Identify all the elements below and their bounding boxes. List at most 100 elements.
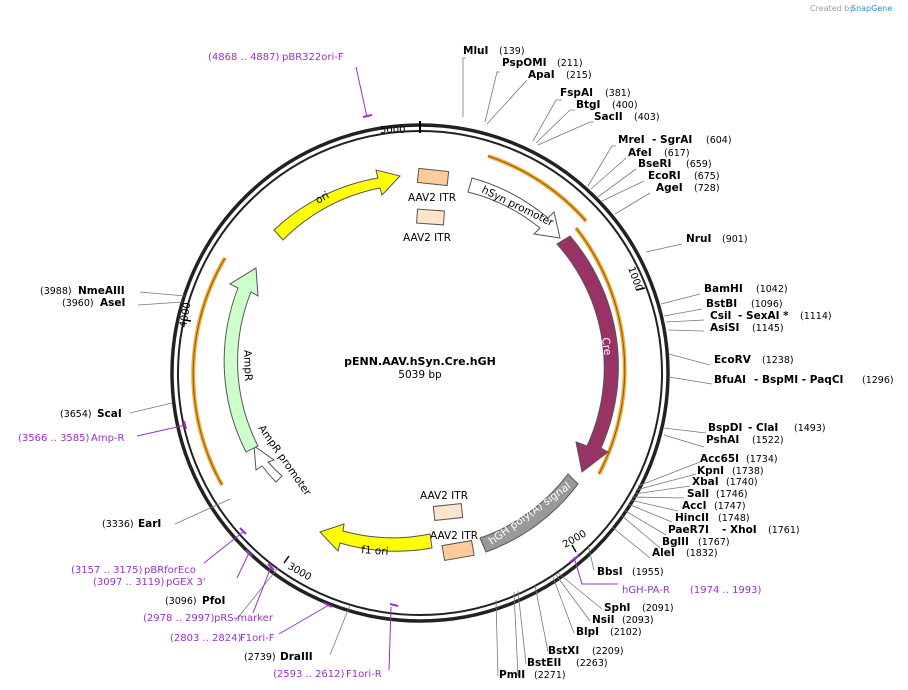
site-bbsi[interactable]: BbsI [597, 566, 623, 578]
site-ecori-pos: (675) [694, 171, 720, 182]
site-bglii[interactable]: BglII [662, 536, 689, 548]
primer-prs-marker-range: (2978 .. 2997) [143, 613, 215, 624]
site-acc65i[interactable]: Acc65I [700, 453, 739, 465]
site-kpni[interactable]: KpnI [697, 465, 724, 477]
site-asei[interactable]: AseI [100, 297, 125, 309]
primer-pgex3[interactable]: pGEX 3' [166, 577, 206, 588]
site-paer7i-pos: (1761) [768, 525, 800, 536]
tick-3000 [283, 555, 290, 564]
primer-hgh-pa-r[interactable]: hGH-PA-R [622, 585, 670, 596]
site-bspmi-paqci[interactable]: - BspMI - PaqCI [754, 374, 843, 386]
primer-lines [136, 66, 618, 671]
site-ecori[interactable]: EcoRI [648, 170, 681, 182]
site-pshai-pos: (1522) [752, 435, 784, 446]
site-apai-pos: (215) [566, 70, 592, 81]
site-bfuai-pos: (1296) [862, 375, 894, 386]
site-pfoi[interactable]: PfoI [202, 595, 225, 607]
primer-f1ori-r[interactable]: F1ori-R [346, 669, 382, 680]
site-bsteii[interactable]: BstEII [527, 657, 561, 669]
site-sgrai[interactable]: - SgrAI [652, 134, 692, 146]
site-eari[interactable]: EarI [138, 518, 161, 530]
primer-pbrforeco[interactable]: pBRforEco [144, 565, 196, 576]
plasmid-size: 5039 bp [398, 369, 442, 381]
cre-feature[interactable] [556, 235, 619, 473]
site-sexai[interactable]: - SexAI * [738, 310, 789, 322]
site-asisi-pos: (1145) [752, 323, 784, 334]
site-pspomi[interactable]: PspOMI [502, 57, 547, 69]
primer-amp-r[interactable]: Amp-R [91, 433, 125, 444]
site-alei[interactable]: AleI [652, 547, 675, 559]
aav2-itr-3[interactable] [432, 503, 464, 521]
aav2-itr-1[interactable] [416, 167, 450, 187]
site-draiii[interactable]: DraIII [280, 651, 313, 663]
site-afei[interactable]: AfeI [628, 147, 652, 159]
site-bseri[interactable]: BseRI [638, 158, 671, 170]
primer-hgh-pa-r-range: (1974 .. 1993) [690, 585, 762, 596]
site-bstbi[interactable]: BstBI [706, 298, 737, 310]
site-ecorv[interactable]: EcoRV [714, 354, 752, 366]
site-csii-pos: (1114) [800, 311, 832, 322]
tick-label-2000: 2000 [561, 528, 589, 550]
primer-f1ori-f[interactable]: F1ori-F [240, 633, 275, 644]
primer-pbrforeco-range: (3157 .. 3175) [71, 565, 143, 576]
hsyn-promoter-label: hSyn promoter [480, 184, 556, 229]
hgh-polya-label: hGH poly(A) signal [487, 480, 573, 547]
site-nrui[interactable]: NruI [686, 233, 711, 245]
ampr-feature[interactable] [223, 267, 259, 453]
site-bfuai[interactable]: BfuAI [714, 374, 746, 386]
site-clai[interactable]: - ClaI [748, 422, 778, 434]
site-xhoi[interactable]: - XhoI [722, 524, 757, 536]
site-sali[interactable]: SalI [687, 488, 709, 500]
ampr-promoter-feature[interactable] [253, 444, 283, 483]
site-pshai[interactable]: PshAI [706, 434, 739, 446]
hgh-polya-feature[interactable] [479, 473, 579, 553]
site-paer7i[interactable]: PaeR7I [668, 524, 709, 536]
site-csii[interactable]: CsiI [710, 310, 731, 322]
site-draiii-pos: (2739) [244, 652, 276, 663]
site-mrei-pos: (604) [706, 135, 732, 146]
aav2-itr-2-label: AAV2 ITR [403, 232, 451, 244]
site-xbai[interactable]: XbaI [692, 476, 719, 488]
site-asei-pos: (3960) [62, 298, 94, 309]
site-apai[interactable]: ApaI [528, 69, 555, 81]
hsyn-promoter-feature[interactable] [467, 177, 561, 239]
ori-feature[interactable] [273, 169, 401, 241]
site-scai-pos: (3654) [60, 409, 92, 420]
site-nmeaiii[interactable]: NmeAIII [78, 285, 125, 297]
aav2-itr-4-label: AAV2 ITR [430, 530, 478, 542]
site-asisi[interactable]: AsiSI [710, 322, 739, 334]
site-acci-pos: (1747) [714, 501, 746, 512]
f1-ori-feature[interactable] [319, 523, 433, 553]
primer-prs-marker[interactable]: pRS-marker [214, 613, 274, 624]
credit-prefix: Created by [810, 4, 854, 13]
site-xbai-pos: (1740) [726, 477, 758, 488]
site-blpi[interactable]: BlpI [576, 626, 599, 638]
site-blpi-pos: (2102) [610, 627, 642, 638]
primer-pbr322ori-f[interactable]: pBR322ori-F [282, 52, 344, 63]
site-sphi-pos: (2091) [642, 603, 674, 614]
site-pmli[interactable]: PmlI [499, 669, 525, 681]
site-bsteii-pos: (2263) [576, 658, 608, 669]
site-hincii[interactable]: HincII [675, 512, 709, 524]
site-agei[interactable]: AgeI [656, 182, 683, 194]
site-acci[interactable]: AccI [682, 500, 706, 512]
site-btgi[interactable]: BtgI [576, 99, 600, 111]
aav2-itr-3-label: AAV2 ITR [420, 490, 468, 502]
aav2-itr-2[interactable] [416, 208, 445, 226]
site-mlui[interactable]: MluI [463, 45, 488, 57]
primer-pbr322ori-f-range: (4868 .. 4887) [208, 52, 280, 63]
site-bamhi[interactable]: BamHI [704, 283, 743, 295]
site-nsii[interactable]: NsiI [592, 614, 615, 626]
site-sacii[interactable]: SacII [594, 111, 623, 123]
site-fspai[interactable]: FspAI [560, 87, 593, 99]
tick-2000 [571, 544, 577, 553]
site-sphi[interactable]: SphI [604, 602, 630, 614]
site-bspdi[interactable]: BspDI [708, 422, 742, 434]
site-scai[interactable]: ScaI [97, 408, 122, 420]
primer-amp-r-range: (3566 .. 3585) [18, 433, 90, 444]
aav2-itr-4[interactable] [441, 539, 475, 562]
primer-f1ori-f-range: (2803 .. 2824) [170, 633, 242, 644]
site-mrei[interactable]: MreI [618, 134, 645, 146]
site-bstxi[interactable]: BstXI [548, 645, 579, 657]
site-bbsi-pos: (1955) [632, 567, 664, 578]
